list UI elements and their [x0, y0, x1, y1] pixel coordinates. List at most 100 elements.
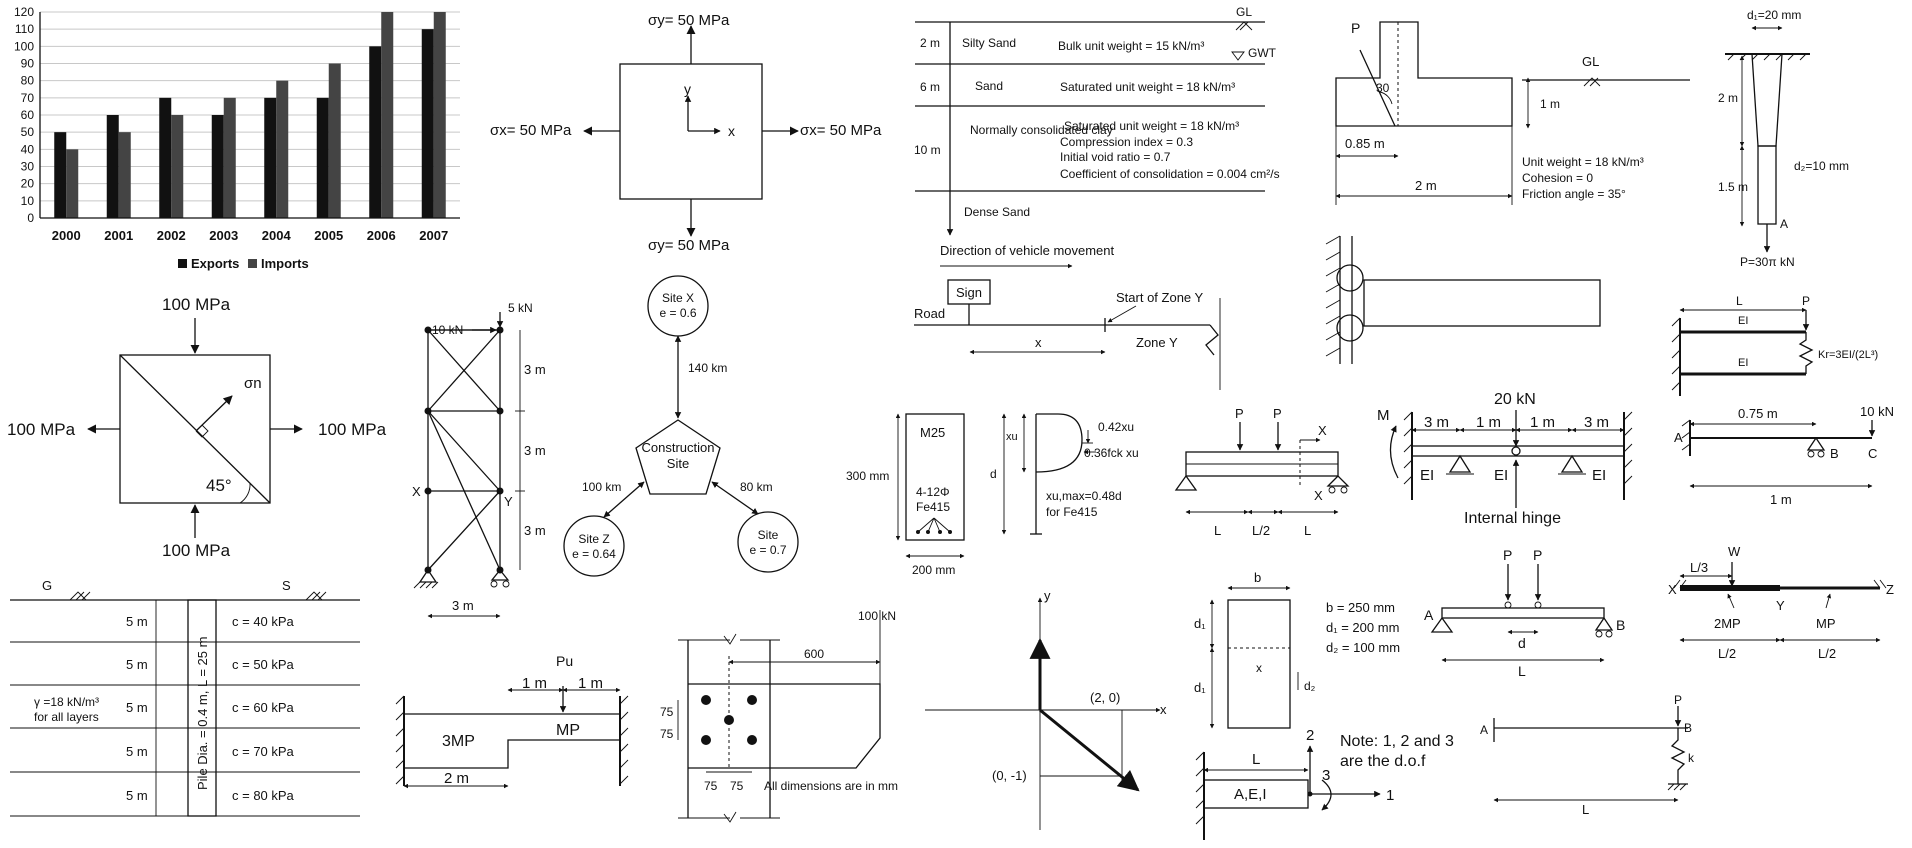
- x-tick-label: 2006: [367, 228, 396, 243]
- load-p-label: P: [1802, 294, 1810, 308]
- bar-exports-2002: [159, 97, 172, 218]
- ground-hatch-icon: [1235, 21, 1253, 31]
- construction-site-label-2: Site: [667, 456, 689, 471]
- bar-imports-2006: [381, 12, 394, 218]
- d1-label: d₁=20 mm: [1747, 8, 1801, 22]
- sigma-y-bottom-label: σy= 50 MPa: [648, 237, 730, 254]
- layer-depth-4: 5 m: [126, 744, 148, 759]
- y-tick-label: 40: [21, 142, 35, 156]
- ei-2-label: EI: [1494, 467, 1508, 484]
- pin-support-icon: [1174, 474, 1198, 491]
- ground-level-label: GL: [1236, 5, 1252, 19]
- spring-beam-diagram: A P B k L: [1480, 693, 1695, 817]
- frame-dof-diagram: A,E,I L 1 2 3 Note: 1, 2 and 3 are the d…: [1195, 727, 1454, 840]
- load-label: P=30π kN: [1740, 255, 1795, 269]
- sigma-x-left-label: σx= 50 MPa: [490, 122, 572, 139]
- layer2-name: Sand: [975, 79, 1003, 93]
- note-line-1: Note: 1, 2 and 3: [1340, 733, 1454, 750]
- water-table-icon: [1231, 51, 1245, 61]
- load-p2-label: P: [1533, 547, 1542, 563]
- rect-section-diagram: b d₁ d₁ x d₂ b = 250 mm d₁ = 200 mm d₂ =…: [1194, 570, 1400, 729]
- span-l-label: L: [1518, 663, 1526, 679]
- point-0-neg1-label: (0, -1): [992, 768, 1027, 783]
- support-b-label: B: [1616, 617, 1625, 633]
- y-tick-label: 110: [15, 22, 34, 36]
- moment-mp-label: MP: [1816, 616, 1836, 631]
- span-3m-2: 3 m: [1584, 414, 1609, 431]
- ei-1-label: EI: [1420, 467, 1434, 484]
- g-label: G: [42, 578, 52, 593]
- ground-hatch-icon: [69, 591, 91, 601]
- direction-label: Direction of vehicle movement: [940, 243, 1115, 258]
- layer-c-5: c = 80 kPa: [232, 788, 295, 803]
- angle-45-label: 45°: [206, 476, 232, 495]
- axis-x-label: x: [1160, 702, 1167, 717]
- spring-k-label: k: [1688, 751, 1695, 765]
- bottom-layer-name: Dense Sand: [964, 205, 1030, 219]
- legend-swatch-imports: [248, 259, 257, 268]
- point-z-label: Z: [1886, 582, 1894, 597]
- span-1m-1: 1 m: [1476, 414, 1501, 431]
- y-tick-label: 70: [21, 91, 35, 105]
- chart-legend: Exports Imports: [178, 256, 309, 271]
- s-label: S: [282, 578, 291, 593]
- l2-label: 1.5 m: [1718, 180, 1748, 194]
- dim-1m-right: 1 m: [578, 675, 603, 692]
- for-fe415-label: for Fe415: [1046, 505, 1098, 519]
- height-3m-2: 3 m: [524, 443, 546, 458]
- point-2-0-label: (2, 0): [1090, 690, 1120, 705]
- rc-section-diagram: M25 4-12Φ Fe415 300 mm 200 mm xu d 0.42x…: [846, 413, 1139, 577]
- span-075-label: 0.75 m: [1738, 406, 1778, 421]
- point-b-label: B: [1830, 446, 1839, 461]
- sigma-n-label: σn: [244, 375, 262, 392]
- span-l-label: L: [1582, 802, 1589, 817]
- y-tick-label: 10: [21, 194, 35, 208]
- bar-exports-2003: [211, 115, 224, 218]
- site-y-e: e = 0.7: [749, 543, 786, 557]
- site-z-name: Site Z: [578, 532, 609, 546]
- l1-label: 2 m: [1718, 91, 1738, 105]
- pile-dimension-label: Pile Dia. = 0.4 m, L = 25 m: [195, 637, 210, 790]
- axis-x-label: x: [728, 123, 735, 139]
- point-a-label: A: [1480, 723, 1488, 737]
- steel-label: Fe415: [916, 500, 950, 514]
- span-l3-label: L: [1304, 523, 1311, 538]
- bar-imports-2004: [276, 80, 289, 219]
- plane-stress-diagram: 100 MPa 100 MPa 100 MPa 100 MPa σn 45°: [7, 295, 387, 560]
- layer-depth-1: 5 m: [126, 614, 148, 629]
- layer3-prop2: Compression index = 0.3: [1060, 135, 1193, 149]
- legend-label-exports: Exports: [191, 256, 239, 271]
- site-z-e: e = 0.64: [572, 547, 616, 561]
- height-label: 1 m: [1540, 97, 1560, 111]
- node-y-label: Y: [504, 494, 513, 509]
- grade-label: M25: [920, 425, 945, 440]
- half-span-2: L/2: [1818, 646, 1836, 661]
- load-20kn-label: 20 kN: [1494, 391, 1536, 408]
- load-pu-label: Pu: [556, 653, 573, 669]
- layer3-prop4: Coefficient of consolidation = 0.004 cm²…: [1060, 167, 1280, 181]
- load-10kn-label: 10 kN: [1860, 404, 1894, 419]
- x-tick-label: 2004: [262, 228, 292, 243]
- spring-icon: [1670, 728, 1686, 784]
- moment-3mp-label: 3MP: [442, 733, 475, 750]
- ground-level-label: GL: [1582, 54, 1599, 69]
- y-tick-label: 50: [21, 125, 35, 139]
- layer1-depth: 2 m: [920, 36, 940, 50]
- roller-support-icon: [490, 568, 510, 581]
- layer-depth-5: 5 m: [126, 788, 148, 803]
- width-label: 200 mm: [912, 563, 955, 577]
- retaining-wall-diagram: P 30 0.85 m 2 m GL 1 m Unit weight = 18 …: [1335, 20, 1690, 205]
- lever-042-label: 0.42xu: [1098, 420, 1134, 434]
- tapered-bar-diagram: d₁=20 mm d₂=10 mm 2 m 1.5 m A P=30π kN: [1718, 8, 1849, 269]
- xu-max-label: xu,max=0.48d: [1046, 489, 1122, 503]
- xu-label: xu: [1006, 431, 1018, 443]
- d1-bottom-label: d₁: [1194, 680, 1206, 695]
- stress-element-diagram: y x σy= 50 MPa σy= 50 MPa σx= 50 MPa σx=…: [490, 12, 882, 254]
- y-tick-label: 100: [14, 39, 34, 53]
- frame-spring-diagram: EI EI P L Kr=3EI/(2L³): [1671, 294, 1878, 396]
- span-l1-label: L: [1214, 523, 1221, 538]
- d2-value: d₂ = 100 mm: [1326, 640, 1400, 655]
- load-p1-label: P: [1503, 547, 1512, 563]
